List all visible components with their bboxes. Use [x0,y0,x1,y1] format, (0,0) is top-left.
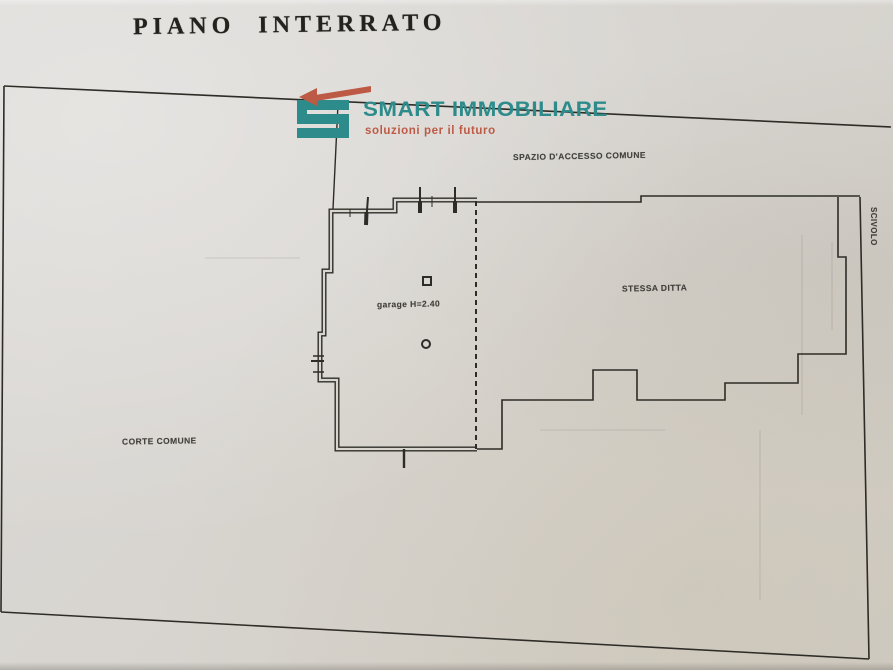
logo-tagline-text: soluzioni per il futuro [365,125,496,137]
logo-arrow [299,86,371,106]
garage-walls [317,196,477,452]
page-title: PIANO INTERRATO [132,9,447,41]
label-stessa-ditta: STESSA DITTA [621,282,688,294]
stessa-ditta-outline [477,195,860,450]
scan-ghost-artifacts [205,235,833,600]
smart-immobiliare-logo: SMART IMMOBILIARE soluzioni per il futur… [297,84,607,146]
label-scivolo-ramp: SCIVOLO [869,207,878,246]
wall-tick-marks [311,187,457,468]
logo-s-arrow-icon [297,86,371,138]
label-corte-comune: CORTE COMUNE [121,435,197,447]
label-garage-height: garage H=2.40 [376,298,441,310]
property-boundary [0,85,892,660]
garage-pillars [421,276,432,349]
logo-brand-text: SMART IMMOBILIARE [363,97,608,121]
